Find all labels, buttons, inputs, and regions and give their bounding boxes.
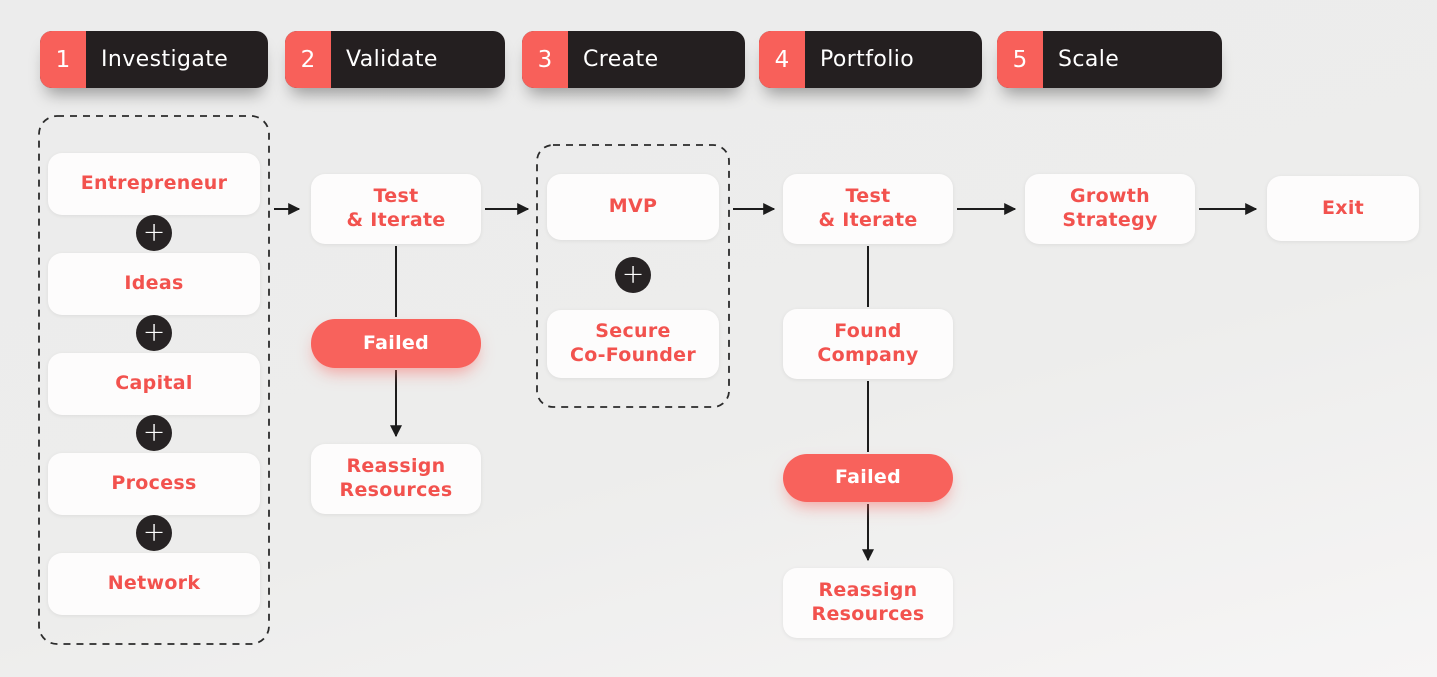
node-growth-strategy: Growth Strategy [1025, 174, 1195, 244]
phase-number-badge: 2 [285, 31, 331, 88]
node-capital: Capital [48, 353, 260, 415]
node-failed-2: Failed [783, 454, 953, 502]
phase-label: Validate [346, 47, 438, 72]
plus-icon: + [136, 415, 172, 451]
node-found-company: Found Company [783, 309, 953, 379]
node-test-iterate-1: Test & Iterate [311, 174, 481, 244]
node-mvp: MVP [547, 174, 719, 240]
phase-header-scale: 5 Scale [997, 31, 1222, 88]
plus-icon: + [136, 315, 172, 351]
phase-number-badge: 3 [522, 31, 568, 88]
phase-label: Scale [1058, 47, 1120, 72]
phase-label: Investigate [101, 47, 229, 72]
node-exit: Exit [1267, 176, 1419, 241]
plus-icon: + [136, 515, 172, 551]
plus-icon: + [136, 215, 172, 251]
node-reassign-resources-1: Reassign Resources [311, 444, 481, 514]
node-entrepreneur: Entrepreneur [48, 153, 260, 215]
node-test-iterate-2: Test & Iterate [783, 174, 953, 244]
phase-number-badge: 1 [40, 31, 86, 88]
phase-header-investigate: 1 Investigate [40, 31, 268, 88]
phase-header-validate: 2 Validate [285, 31, 505, 88]
phase-label: Create [583, 47, 659, 72]
phase-label: Portfolio [820, 47, 915, 72]
phase-header-create: 3 Create [522, 31, 745, 88]
plus-icon: + [615, 257, 651, 293]
phase-number-badge: 5 [997, 31, 1043, 88]
investigate-group-outline [38, 115, 270, 645]
node-secure-cofounder: Secure Co-Founder [547, 310, 719, 378]
node-process: Process [48, 453, 260, 515]
node-failed-1: Failed [311, 319, 481, 368]
node-reassign-resources-2: Reassign Resources [783, 568, 953, 638]
phase-number-badge: 4 [759, 31, 805, 88]
node-ideas: Ideas [48, 253, 260, 315]
node-network: Network [48, 553, 260, 615]
phase-header-portfolio: 4 Portfolio [759, 31, 982, 88]
create-group-outline [536, 144, 730, 408]
